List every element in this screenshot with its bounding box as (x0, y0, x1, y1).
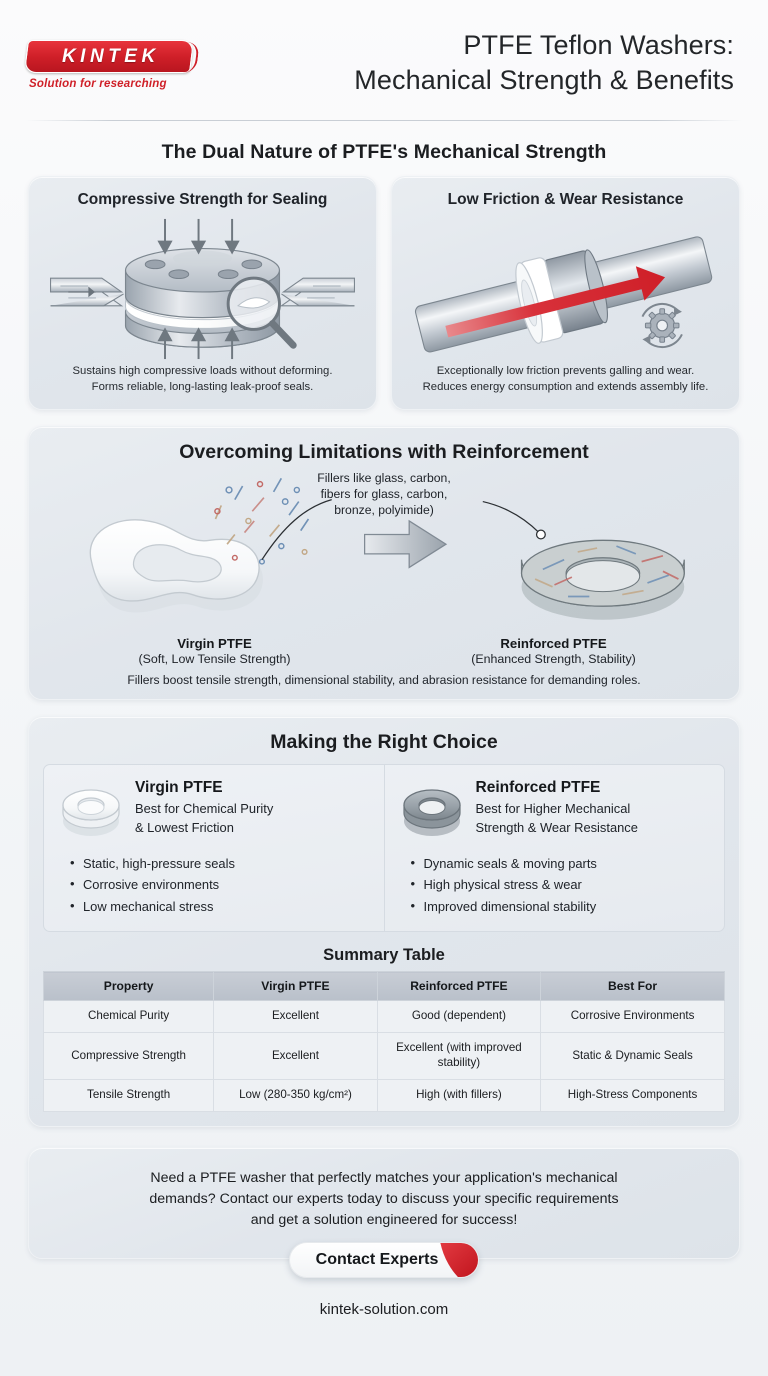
logo-wordmark: KINTEK (62, 45, 160, 67)
cta-panel: Need a PTFE washer that perfectly matche… (28, 1146, 740, 1278)
card-low-friction: Low Friction & Wear Resistance (391, 176, 740, 411)
card-caption-compressive: Sustains high compressive loads without … (41, 363, 364, 395)
brand-logo[interactable]: KINTEK Solution for researching (23, 36, 226, 90)
table-row: Compressive Strength Excellent Excellent… (42, 1032, 725, 1080)
site-url[interactable]: kintek-solution.com (319, 1300, 449, 1318)
reinforced-label: Reinforced PTFE (500, 636, 607, 652)
table-header-cell: Property (42, 971, 215, 1002)
caption-line-1: Exceptionally low friction prevents gall… (436, 365, 695, 377)
page-title: PTFE Teflon Washers: Mechanical Strength… (226, 28, 742, 97)
choice-head-reinforced: Reinforced PTFE Best for Higher Mechanic… (401, 779, 711, 839)
card-caption-friction: Exceptionally low friction prevents gall… (404, 363, 727, 395)
caption-line-1: Sustains high compressive loads without … (72, 365, 333, 377)
filler-note-line-1: Fillers like glass, carbon, (317, 471, 451, 486)
list-item: High physical stress & wear (411, 873, 711, 895)
choice-panel: Virgin PTFE Best for Chemical Purity & L… (43, 764, 725, 933)
choice-title-virgin: Virgin PTFE (135, 779, 223, 797)
filler-note-line-3: bronze, polyimide) (334, 503, 434, 518)
cta-line-1: Need a PTFE washer that perfectly matche… (150, 1169, 618, 1186)
contact-experts-button[interactable]: Contact Experts (288, 1241, 480, 1278)
section-reinforcement: Overcoming Limitations with Reinforcemen… (28, 426, 740, 701)
table-row: Chemical Purity Excellent Good (dependen… (42, 1000, 725, 1034)
dual-cards-row: Compressive Strength for Sealing (0, 176, 768, 411)
list-item: Improved dimensional stability (411, 895, 711, 917)
cta-line-2: demands? Contact our experts today to di… (149, 1190, 619, 1207)
choice-titles-reinforced: Reinforced PTFE Best for Higher Mechanic… (476, 779, 638, 836)
choice-column-reinforced: Reinforced PTFE Best for Higher Mechanic… (383, 765, 725, 932)
header-divider (26, 120, 742, 121)
shaft-washer-low-friction-icon (404, 215, 727, 363)
reinforcement-footnote: Fillers boost tensile strength, dimensio… (127, 673, 641, 688)
table-cell: Chemical Purity (42, 1000, 215, 1034)
table-header-row: Property Virgin PTFE Reinforced PTFE Bes… (42, 971, 725, 1002)
choice-subtitle-virgin-2: & Lowest Friction (135, 819, 234, 835)
choice-subtitle-virgin-1: Best for Chemical Purity (135, 800, 274, 816)
table-cell: Good (dependent) (376, 1000, 542, 1034)
choice-subtitle-reinforced-1: Best for Higher Mechanical (475, 800, 631, 816)
table-cell: Low (280-350 kg/cm²) (213, 1078, 378, 1112)
label-reinforced-ptfe: Reinforced PTFE (Enhanced Strength, Stab… (384, 636, 723, 666)
summary-table: Property Virgin PTFE Reinforced PTFE Bes… (42, 971, 725, 1112)
table-header-cell: Best For (540, 971, 725, 1002)
label-virgin-ptfe: Virgin PTFE (Soft, Low Tensile Strength) (45, 636, 384, 666)
virgin-sublabel: (Soft, Low Tensile Strength) (138, 652, 291, 667)
table-cell: Excellent (with improved stability) (376, 1032, 542, 1080)
virgin-label: Virgin PTFE (177, 636, 252, 652)
reinforced-sublabel: (Enhanced Strength, Stability) (471, 652, 636, 667)
caption-line-2: Reduces energy consumption and extends a… (422, 381, 709, 394)
table-cell: Compressive Strength (42, 1032, 215, 1080)
table-cell: Corrosive Environments (540, 1000, 725, 1034)
table-cell: Static & Dynamic Seals (540, 1032, 725, 1080)
table-cell: Tensile Strength (42, 1078, 215, 1112)
cta-button-wrap: Contact Experts (29, 1241, 739, 1278)
filler-note-line-2: fibers for glass, carbon, (320, 487, 448, 502)
table-row: Tensile Strength Low (280-350 kg/cm²) Hi… (42, 1078, 725, 1112)
grey-washer-icon (401, 781, 463, 839)
list-item: Low mechanical stress (70, 895, 370, 917)
caption-line-2: Forms reliable, long-lasting leak-proof … (91, 381, 314, 394)
table-header-cell: Reinforced PTFE (376, 971, 542, 1002)
dual-section-heading: The Dual Nature of PTFE's Mechanical Str… (161, 141, 607, 163)
choice-heading: Making the Right Choice (270, 731, 498, 754)
flange-gasket-compression-icon (41, 215, 364, 363)
summary-table-title: Summary Table (323, 946, 445, 965)
reinforcement-heading: Overcoming Limitations with Reinforcemen… (179, 441, 589, 464)
card-title-compressive: Compressive Strength for Sealing (77, 191, 328, 208)
list-item: Corrosive environments (70, 873, 370, 895)
choice-head-virgin: Virgin PTFE Best for Chemical Purity & L… (60, 779, 370, 839)
table-header-cell: Virgin PTFE (213, 971, 378, 1002)
list-item: Dynamic seals & moving parts (411, 852, 711, 874)
title-line-2: Mechanical Strength & Benefits (354, 65, 734, 95)
section-right-choice: Making the Right Choice (28, 716, 740, 1127)
choice-bullets-reinforced: Dynamic seals & moving parts High physic… (401, 852, 711, 917)
contact-experts-label: Contact Experts (315, 1250, 439, 1268)
page-header: KINTEK Solution for researching PTFE Tef… (0, 0, 768, 104)
logo-badge: KINTEK (23, 40, 195, 73)
table-cell: High (with fillers) (376, 1078, 542, 1112)
table-cell: High-Stress Components (540, 1078, 725, 1112)
title-line-1: PTFE Teflon Washers: (463, 30, 734, 61)
card-compressive-strength: Compressive Strength for Sealing (28, 176, 377, 411)
table-cell: Excellent (213, 1032, 378, 1080)
filler-annotation: Fillers like glass, carbon, fibers for g… (269, 470, 499, 518)
white-washer-icon (60, 781, 122, 839)
choice-subtitle-reinforced-2: Strength & Wear Resistance (475, 819, 638, 835)
reinforcement-labels: Virgin PTFE (Soft, Low Tensile Strength)… (45, 636, 723, 666)
choice-title-reinforced: Reinforced PTFE (475, 779, 601, 797)
list-item: Static, high-pressure seals (70, 852, 370, 874)
cta-line-3: and get a solution engineered for succes… (250, 1212, 518, 1229)
red-swoosh-accent (440, 1242, 479, 1277)
card-title-friction: Low Friction & Wear Resistance (447, 191, 684, 208)
logo-tagline: Solution for researching (29, 78, 167, 90)
choice-titles-virgin: Virgin PTFE Best for Chemical Purity & L… (135, 779, 273, 836)
choice-bullets-virgin: Static, high-pressure seals Corrosive en… (60, 852, 370, 917)
choice-column-virgin: Virgin PTFE Best for Chemical Purity & L… (44, 765, 384, 931)
table-cell: Excellent (213, 1000, 378, 1034)
reinforcement-illustration: Fillers like glass, carbon, fibers for g… (45, 466, 723, 634)
